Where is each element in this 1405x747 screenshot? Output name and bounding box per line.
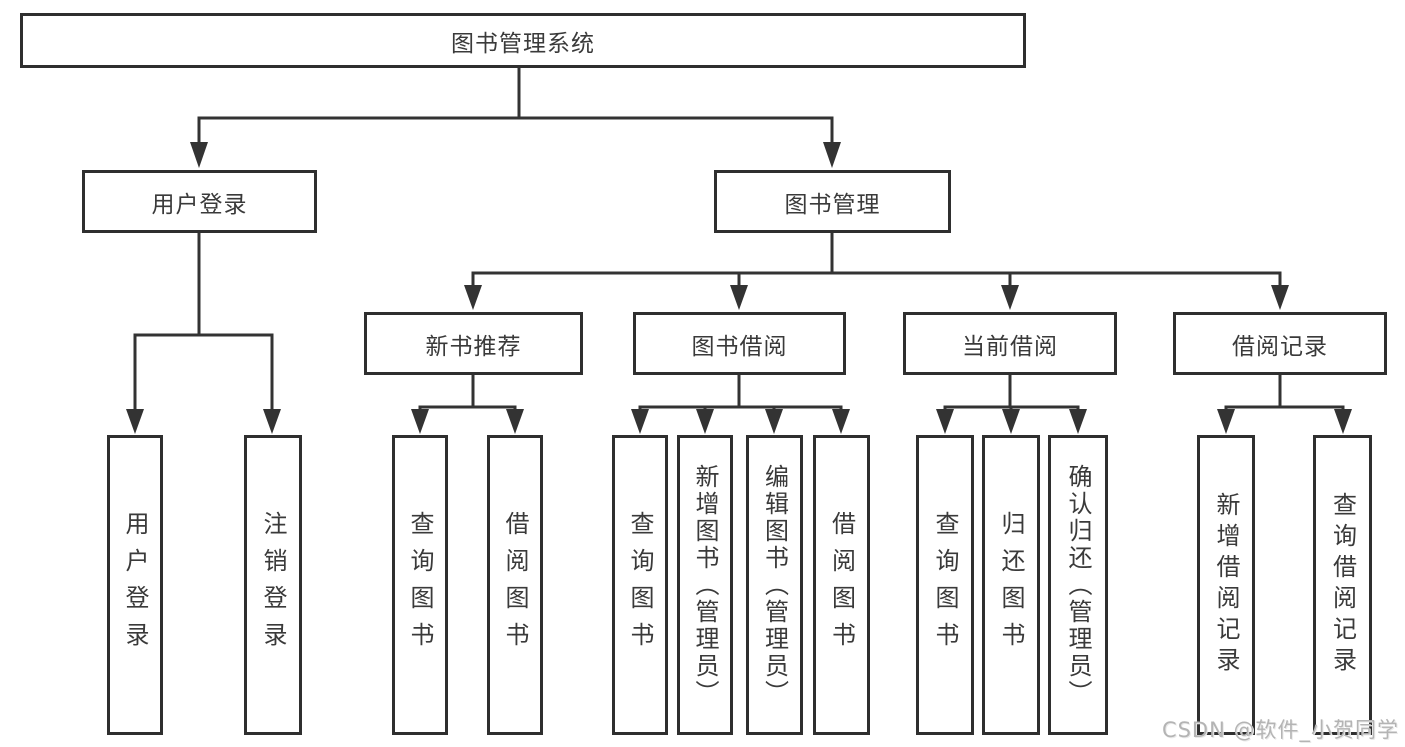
leaf-borrow-books-1: 借阅图书 <box>487 435 543 735</box>
branch-root-arrowheads <box>190 142 841 168</box>
node-label: 图书借阅 <box>691 333 788 360</box>
node-label: 借阅记录 <box>1232 333 1328 360</box>
node-current-borrow: 当前借阅 <box>903 312 1117 375</box>
branch-recommend-connector <box>418 375 517 413</box>
leaf-query-books-1: 查询图书 <box>392 435 448 735</box>
csdn-watermark: CSDN @软件_小贺同学 <box>1161 718 1399 742</box>
leaf-user-login: 用户登录 <box>107 435 163 735</box>
leaf-label: 用户登录 <box>121 511 149 659</box>
node-label: 图书管理系统 <box>451 30 595 57</box>
leaf-label: 新增借阅记录 <box>1212 492 1240 678</box>
branch-current-connector <box>943 375 1080 413</box>
leaf-return-books: 归还图书 <box>982 435 1040 735</box>
leaf-label: 借阅图书 <box>827 511 856 659</box>
leaf-label: 确认归还（管理员） <box>1064 463 1092 707</box>
branch-mgmt-connector <box>471 233 1282 289</box>
node-new-book-recommend: 新书推荐 <box>364 312 583 375</box>
node-book-management: 图书管理 <box>714 170 951 233</box>
leaf-query-books-3: 查询图书 <box>916 435 974 735</box>
leaf-edit-book-admin: 编辑图书（管理员） <box>746 435 803 735</box>
branch-mgmt-arrowheads <box>464 285 1289 310</box>
leaf-label: 编辑图书（管理员） <box>760 463 789 707</box>
leaf-label: 归还图书 <box>997 511 1025 659</box>
branch-login-connector <box>133 233 274 414</box>
leaf-add-borrow-record: 新增借阅记录 <box>1197 435 1255 735</box>
branch-login-arrowheads <box>126 409 281 434</box>
node-borrow-records: 借阅记录 <box>1173 312 1387 375</box>
node-book-borrow: 图书借阅 <box>633 312 846 375</box>
node-label: 用户登录 <box>151 191 248 218</box>
leaf-label: 借阅图书 <box>501 511 529 659</box>
leaf-label: 新增图书（管理员） <box>691 463 719 707</box>
leaf-query-books-2: 查询图书 <box>612 435 668 735</box>
leaf-label: 注销登录 <box>259 511 287 659</box>
leaf-label: 查询图书 <box>626 511 654 659</box>
branch-current-arrowheads <box>936 409 1087 434</box>
branch-recommend-arrowheads <box>411 409 524 434</box>
leaf-logout: 注销登录 <box>244 435 302 735</box>
leaf-confirm-return-admin: 确认归还（管理员） <box>1048 435 1108 735</box>
branch-root-connector <box>197 68 834 150</box>
branch-borrow-connector <box>638 375 843 413</box>
leaf-borrow-books-2: 借阅图书 <box>813 435 870 735</box>
node-user-login: 用户登录 <box>82 170 317 233</box>
leaf-query-borrow-record: 查询借阅记录 <box>1313 435 1372 735</box>
leaf-label: 查询图书 <box>931 511 959 659</box>
node-library-system: 图书管理系统 <box>20 13 1026 68</box>
node-label: 当前借阅 <box>962 333 1058 360</box>
leaf-label: 查询借阅记录 <box>1328 492 1357 678</box>
branch-records-arrowheads <box>1217 409 1352 434</box>
leaf-label: 查询图书 <box>406 511 434 659</box>
branch-borrow-arrowheads <box>631 409 850 434</box>
node-label: 新书推荐 <box>425 333 522 360</box>
node-label: 图书管理 <box>784 191 881 218</box>
leaf-add-book-admin: 新增图书（管理员） <box>677 435 733 735</box>
branch-records-connector <box>1224 375 1345 413</box>
